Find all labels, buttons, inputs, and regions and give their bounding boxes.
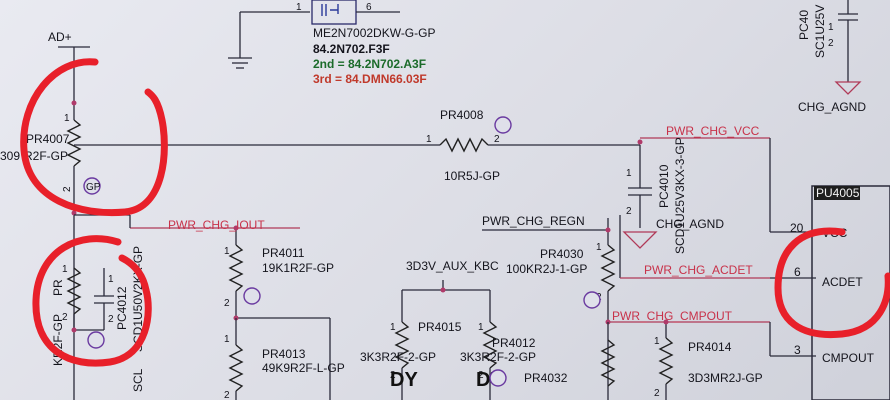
chg-agnd-mid-label: CHG_AGND (656, 217, 724, 231)
pr4015-pin2: 2 (390, 370, 396, 381)
pr-left-pin2: 2 (62, 312, 68, 323)
pc4010-block: 1 2 PC4010 SCD1U25V3KX-3-GP CHG_AGND (622, 137, 724, 254)
pc4010-ref: PC4010 (657, 164, 671, 208)
pr4014-value: 3D3MR2J-GP (688, 371, 763, 385)
gp-badge-icon (494, 116, 512, 134)
ic-pin-cmpout-name: CMPOUT (822, 351, 875, 365)
pr4007-pin2: 2 (62, 186, 73, 192)
pr-left-pin1: 1 (62, 264, 68, 275)
pr4011-value: 19K1R2F-GP (262, 261, 334, 275)
gp-badge-icon (243, 287, 261, 305)
pr4012-pin1: 1 (478, 322, 484, 333)
pr4008-pin1: 1 (426, 134, 432, 145)
transistor-block: 1 6 ME2N7002DKW-G-GP 84.2N702.F3F 2nd = … (228, 0, 435, 86)
transistor-code-label: 84.2N702.F3F (313, 42, 390, 56)
ad-plus-label: AD+ (48, 30, 72, 44)
ic-pin-vcc-num: 20 (790, 221, 804, 235)
pc4012-pin1: 1 (108, 274, 114, 285)
pr4007-pin1: 1 (64, 113, 70, 124)
transistor-pin-left: 1 (296, 2, 302, 13)
annotation-marks (20, 58, 890, 367)
pwr-chg-vcc-label: PWR_CHG_VCC (666, 124, 760, 138)
gp-badge-text: GP (86, 182, 101, 193)
transistor-pin-right: 6 (366, 2, 372, 13)
pr4011-block: 1 2 PR4011 19K1R2F-GP (224, 244, 334, 400)
cmpout-block: PWR_CHG_CMPOUT 1 2 PR4014 3D3MR2J-GP (600, 309, 816, 400)
regn-block: PWR_CHG_REGN 1 2 PR4030 100KR2J-1-GP PWR… (482, 214, 816, 322)
pc4010-pin2: 2 (626, 206, 632, 217)
pr4011-ref: PR4011 (262, 246, 305, 260)
pr4007-value-prefix: 309 (0, 149, 20, 163)
pr4013-block: 1 2 PR4013 49K9R2F-L-GP (224, 318, 345, 400)
ic-pin-acdet-num: 6 (794, 265, 801, 279)
pc4012-ref: PC4012 (115, 286, 129, 330)
annotation-circle-lower-left (32, 235, 152, 367)
pr4012-pin2: 2 (478, 370, 484, 381)
pr4030-pin1: 1 (596, 242, 602, 253)
transistor-part-label: ME2N7002DKW-G-GP (313, 26, 435, 40)
pr-left-ref: PR (51, 279, 65, 296)
pr4012-ref: PR4012 (492, 336, 536, 350)
pc-top-ref: PC40 (797, 10, 811, 40)
ic-ref-label: PU4005 (816, 186, 860, 200)
pr4011-pin2: 2 (224, 298, 230, 309)
pwr-chg-acdet-label: PWR_CHG_ACDET (644, 263, 753, 277)
pc-top-pin2: 2 (828, 38, 834, 49)
gp-badge-icon (489, 369, 507, 387)
pc-top-block: 1 2 PC40 SC1U25V CHG_AGND (797, 0, 866, 114)
pc4012-value-prefix: SCL (131, 368, 145, 392)
pr4015-dnp-mark: DY (390, 369, 418, 391)
pr4013-pin1: 1 (224, 334, 230, 345)
pr4013-value: 49K9R2F-L-GP (262, 361, 345, 375)
pr4008-ref: PR4008 (440, 108, 484, 122)
chg-agnd-top-label: CHG_AGND (798, 100, 866, 114)
pr4030-value: 100KR2J-1-GP (506, 262, 587, 276)
pr4015-pin1: 1 (390, 322, 396, 333)
pr4013-pin2: 2 (224, 390, 230, 400)
pr4008-pin2: 2 (494, 134, 500, 145)
ic-pin-acdet-name: ACDET (822, 275, 863, 289)
gp-badge-icon (83, 177, 101, 195)
pc4010-pin1: 1 (626, 168, 632, 179)
pc4012-pin2: 2 (108, 314, 114, 325)
pr4014-pin1: 1 (654, 336, 660, 347)
pwr-chg-regn-label: PWR_CHG_REGN (482, 214, 585, 228)
gp-badge-icon (87, 331, 105, 349)
ic-pu4005: PU4005 20 VCC 6 ACDET 3 CMPOUT (790, 185, 890, 400)
pr4008-block: 1 2 PR4008 10R5J-GP PWR_CHG_VCC (74, 108, 816, 233)
ic-pin-cmpout-num: 3 (794, 343, 801, 357)
gp-badge-icon (583, 291, 601, 309)
d3v-aux-kbc-label: 3D3V_AUX_KBC (406, 259, 499, 273)
pr4015-ref: PR4015 (418, 320, 462, 334)
pr4014-pin2: 2 (654, 388, 660, 399)
pwr-chg-iout-label: PWR_CHG_IOUT (168, 218, 265, 232)
pc-top-pin1: 1 (828, 22, 834, 33)
pr4030-ref: PR4030 (540, 247, 584, 261)
pc-top-value: SC1U25V (813, 5, 827, 58)
pwr-chg-cmpout-label: PWR_CHG_CMPOUT (612, 309, 733, 323)
pc4010-value: SCD1U25V3KX-3-GP (673, 137, 687, 254)
pr4007-ref: PR4007 (26, 132, 70, 146)
transistor-second-source: 2nd = 84.2N702.A3F (313, 57, 426, 71)
kbc-block: 3D3V_AUX_KBC 1 2 PR4015 3K3R2F-2-GP DY 1… (360, 259, 568, 400)
pr4011-pin1: 1 (224, 246, 230, 257)
pr4015-value: 3K3R2F-2-GP (360, 350, 436, 364)
annotation-circle-top-left (20, 58, 168, 217)
pr4012-value: 3K3R2F-2-GP (460, 350, 536, 364)
pr4013-ref: PR4013 (262, 347, 306, 361)
annotation-circle-ic (774, 227, 890, 339)
pr4032-ref: PR4032 (524, 371, 568, 385)
pr4008-value: 10R5J-GP (444, 169, 500, 183)
pr4007-value: R2F-GP (24, 149, 68, 163)
transistor-third-source: 3rd = 84.DMN66.03F (313, 72, 427, 86)
pr4014-ref: PR4014 (688, 340, 732, 354)
